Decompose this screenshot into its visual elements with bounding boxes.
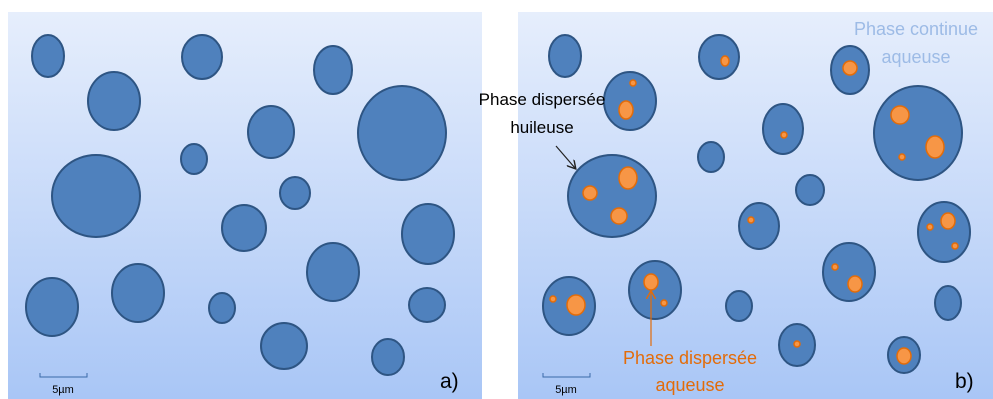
svg-text:aqueuse: aqueuse (655, 375, 724, 395)
oil-droplet (697, 141, 725, 173)
panel-a: 5µm a) (8, 12, 482, 399)
panel-a-droplets (25, 34, 455, 376)
oil-droplet (738, 202, 780, 250)
water-droplet (643, 273, 659, 291)
svg-text:Phase dispersée: Phase dispersée (623, 348, 757, 368)
svg-text:Phase continue: Phase continue (854, 19, 978, 39)
water-droplet (926, 223, 934, 231)
oil-droplet (31, 34, 65, 78)
oil-droplet (279, 176, 311, 210)
water-droplet (842, 60, 858, 76)
oil-droplet (603, 71, 657, 131)
oil-droplet (181, 34, 223, 80)
water-droplet (660, 299, 668, 307)
water-droplet (747, 216, 755, 224)
water-droplet (925, 135, 945, 159)
oil-droplet (208, 292, 236, 324)
svg-text:aqueuse: aqueuse (881, 47, 950, 67)
oil-phase-arrow (555, 145, 575, 168)
svg-text:huileuse: huileuse (510, 118, 573, 137)
water-droplet (610, 207, 628, 225)
water-droplet (566, 294, 586, 316)
oil-droplet (698, 34, 740, 80)
oil-droplet (822, 242, 876, 302)
label-oil-phase: Phase dispersée huileuse (479, 90, 606, 137)
water-droplet (582, 185, 598, 201)
panel-b: Phase continue aqueuse Phase dispersée h… (479, 12, 993, 399)
oil-droplet (221, 204, 267, 252)
oil-droplet (306, 242, 360, 302)
oil-droplet (313, 45, 353, 95)
panel-b-inner-droplets (549, 55, 959, 365)
scale-bar-a: 5µm (39, 373, 88, 396)
oil-droplet (628, 260, 682, 320)
oil-droplet (567, 154, 657, 238)
water-droplet (549, 295, 557, 303)
panel-label-a: a) (440, 370, 459, 393)
water-droplet (793, 340, 801, 348)
svg-text:Phase dispersée: Phase dispersée (479, 90, 606, 109)
oil-droplet (260, 322, 308, 370)
oil-droplet (795, 174, 825, 206)
oil-droplet (357, 85, 447, 181)
water-droplet (951, 242, 959, 250)
water-droplet (898, 153, 906, 161)
water-droplet (720, 55, 730, 67)
oil-droplet (934, 285, 962, 321)
oil-droplet (408, 287, 446, 323)
water-droplet (629, 79, 637, 87)
oil-droplet (873, 85, 963, 181)
scale-label: 5µm (52, 384, 74, 396)
water-droplet (847, 275, 863, 293)
oil-droplet (371, 338, 405, 376)
water-droplet (831, 263, 839, 271)
label-continuous-phase: Phase continue aqueuse (854, 19, 978, 67)
water-droplet (618, 100, 634, 120)
oil-droplet (917, 201, 971, 263)
oil-droplet (762, 103, 804, 155)
water-droplet (890, 105, 910, 125)
oil-droplet (87, 71, 141, 131)
water-droplet (780, 131, 788, 139)
water-droplet (896, 347, 912, 365)
panel-b-droplets (542, 34, 971, 374)
label-aqueous-phase: Phase dispersée aqueuse (623, 348, 757, 395)
oil-droplet (725, 290, 753, 322)
scale-label: 5µm (555, 384, 577, 396)
oil-droplet (111, 263, 165, 323)
oil-droplet (548, 34, 582, 78)
oil-droplet (51, 154, 141, 238)
oil-droplet (180, 143, 208, 175)
water-droplet (940, 212, 956, 230)
oil-droplet (247, 105, 295, 159)
oil-droplet (401, 203, 455, 265)
oil-droplet (25, 277, 79, 337)
water-droplet (618, 166, 638, 190)
panel-label-b: b) (955, 370, 974, 393)
scale-bar-b: 5µm (542, 373, 591, 396)
